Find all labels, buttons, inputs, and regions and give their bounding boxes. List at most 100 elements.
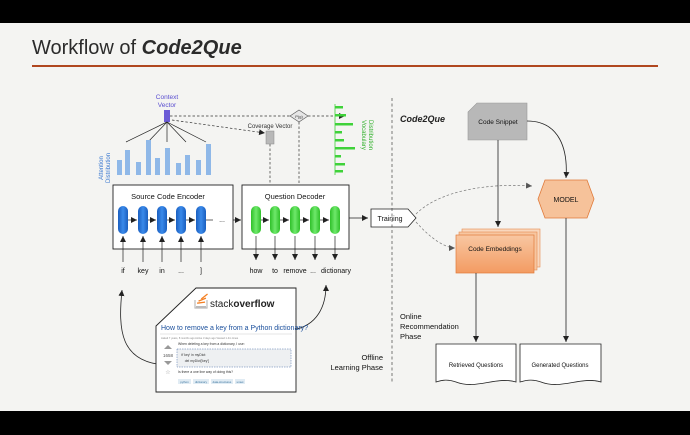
vocab-bar	[335, 114, 346, 117]
star-icon[interactable]: ☆	[165, 369, 170, 376]
retrieved-questions-doc	[435, 343, 517, 385]
so-tag[interactable]	[211, 379, 233, 384]
decoder-cell	[290, 206, 300, 234]
attention-bar	[206, 144, 211, 175]
online-phase-label-2: Recommendation	[400, 322, 459, 331]
so-tag-label: python	[180, 380, 189, 384]
so-body-line: When deleting a key from a dictionary, I…	[178, 342, 245, 346]
training-label: Training	[377, 216, 402, 223]
training-tag	[370, 208, 417, 228]
decoder-token: how	[250, 268, 264, 275]
offline-learning-section: Context Vector	[99, 94, 417, 393]
so-tag[interactable]	[193, 379, 209, 384]
attention-distribution-label-1: Attention	[99, 156, 105, 180]
context-vector-label-1: Context	[156, 94, 179, 101]
source-code-encoder: Source Code Encoder ...	[112, 184, 234, 250]
offline-phase-label-2: Learning Phase	[330, 363, 383, 372]
online-phase-label-3: Phase	[400, 332, 421, 341]
so-tag-label: data-structures	[213, 380, 232, 384]
title-prefix: Workflow of	[32, 37, 142, 59]
embeddings-layer	[455, 234, 535, 274]
so-tag-label: unset	[237, 380, 244, 384]
attention-distribution-bars	[117, 140, 211, 175]
encoder-token: key	[138, 268, 149, 275]
code-embeddings-stack: Code Embeddings	[455, 228, 541, 274]
vocab-bar	[335, 170, 343, 173]
training-to-embeddings-arrow	[415, 221, 456, 251]
vocabulary-distribution-label-1: Vocabulary	[360, 120, 366, 150]
vocab-bar	[335, 147, 355, 150]
attention-bar	[155, 158, 160, 175]
generated-questions-label: Generated Questions	[531, 363, 588, 369]
attention-fan	[125, 121, 207, 143]
encoder-input-arrows	[120, 236, 204, 262]
decoder-output-arrows	[253, 236, 338, 260]
encoder-cell	[176, 206, 186, 234]
so-tag-label: dictionary	[195, 380, 208, 384]
title-brand: Code2Que	[141, 37, 242, 59]
decoder-cell	[270, 206, 280, 234]
so-code-block	[176, 348, 292, 368]
encoder-cell	[138, 206, 148, 234]
vocab-bar	[335, 123, 353, 126]
generated-questions-doc	[519, 343, 602, 385]
so-tag[interactable]	[178, 379, 191, 384]
model-label: MODEL	[554, 197, 579, 204]
model-hexagon	[537, 179, 595, 219]
so-tags: python dictionary data-structures unset	[178, 379, 245, 384]
snippet-to-model-arrow	[526, 120, 570, 179]
vocab-bar	[335, 106, 343, 109]
decoder-token: remove	[283, 268, 306, 275]
encoder-title: Source Code Encoder	[131, 192, 205, 201]
decoder-cell	[251, 206, 261, 234]
attention-bar	[176, 163, 181, 175]
code-snippet-box	[467, 102, 528, 141]
encoder-cell	[157, 206, 167, 234]
decoder-token: dictionary	[321, 268, 351, 275]
so-code-line: if 'key' in myDict:	[181, 353, 206, 357]
so-logo-text: stackoverflow	[210, 299, 275, 310]
encoder-cell	[196, 206, 206, 234]
slide-title: Workflow of Code2Que	[32, 37, 242, 60]
so-code-line: del myDict['key']	[181, 359, 209, 363]
encoder-cell	[118, 206, 128, 234]
decoder-token: ...	[310, 268, 316, 275]
decoder-cell	[330, 206, 340, 234]
attention-bar	[136, 162, 141, 175]
so-question-line: Is there a one line way of doing this?	[178, 370, 233, 374]
code2que-brand: Code2Que	[400, 114, 445, 124]
decoder-token: to	[272, 268, 278, 275]
so-vote-count: 1658	[163, 353, 174, 358]
context-vector-bar	[164, 110, 170, 122]
code-embeddings-label: Code Embeddings	[468, 246, 522, 253]
decoder-cell	[310, 206, 320, 234]
coverage-vector-label: Coverage Vector	[248, 124, 293, 130]
retrieved-questions-label: Retrieved Questions	[449, 363, 503, 369]
attention-bar	[196, 160, 201, 175]
so-to-encoder-arrow	[118, 289, 166, 366]
decoder-title: Question Decoder	[265, 192, 326, 201]
attention-bar	[117, 160, 122, 175]
vocabulary-distribution-bars	[335, 106, 355, 173]
encoder-token: if	[121, 268, 125, 275]
vocab-bar	[335, 139, 344, 142]
so-tag[interactable]	[235, 379, 245, 384]
downvote-icon[interactable]	[164, 361, 172, 365]
attention-bar	[146, 140, 151, 175]
decoder-tokens: how to remove ... dictionary	[250, 268, 352, 275]
attention-distribution-label-2: Distribution	[106, 153, 112, 183]
so-meta: Asked 7 years, 8 months ago Active 3 day…	[161, 336, 239, 340]
vocab-bar	[335, 131, 342, 134]
title-divider	[32, 65, 658, 67]
so-to-decoder-arrow	[291, 284, 329, 331]
decoder-cells	[251, 206, 340, 234]
encoder-token: in	[159, 268, 165, 275]
stackoverflow-card: stackoverflow How to remove a key from a…	[155, 287, 308, 393]
upvote-icon[interactable]	[164, 345, 172, 349]
encoder-token: ...	[178, 268, 184, 275]
stackoverflow-logo-icon	[194, 293, 208, 309]
vocabulary-distribution-label-2: Distribution	[367, 120, 373, 150]
attention-bar	[165, 148, 170, 175]
